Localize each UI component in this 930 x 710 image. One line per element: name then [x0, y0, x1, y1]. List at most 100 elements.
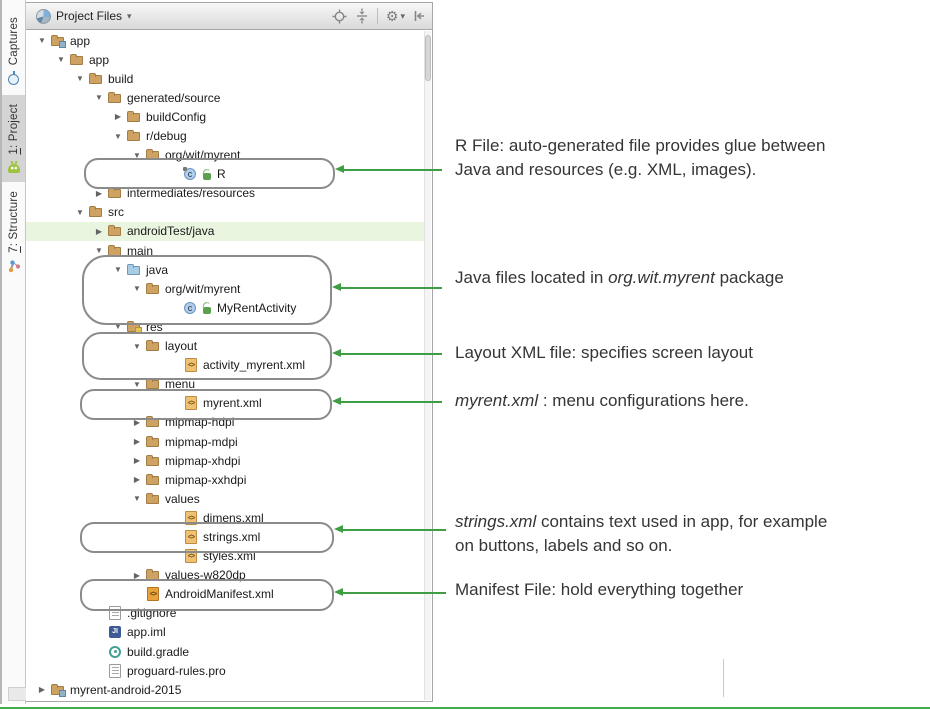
xml-file-icon: [183, 395, 199, 411]
tree-row-intermediates[interactable]: intermediates/resources: [26, 184, 425, 203]
settings-icon[interactable]: ⚙ ▾: [385, 8, 405, 24]
tab-project[interactable]: 1: Project: [2, 95, 25, 182]
tree-row-label: org/wit/myrent: [165, 281, 241, 296]
chevron-expanded-icon[interactable]: [53, 55, 69, 64]
chevron-expanded-icon[interactable]: [129, 284, 145, 293]
chevron-expanded-icon[interactable]: [34, 36, 50, 45]
view-selector-dropdown[interactable]: Project Files ▾: [32, 7, 136, 26]
tree-row-label: app: [89, 52, 110, 67]
tree-row-label: proguard-rules.pro: [127, 663, 226, 678]
locate-icon[interactable]: [332, 9, 347, 24]
tree-row-build-gradle[interactable]: build.gradle: [26, 642, 425, 661]
tree-row-activity-myrent-xml[interactable]: activity_myrent.xml: [26, 356, 425, 375]
tree-row-label: strings.xml: [203, 529, 261, 544]
tree-row-r-file[interactable]: R: [26, 165, 425, 184]
tree-row-r-debug[interactable]: r/debug: [26, 126, 425, 145]
chevron-expanded-icon[interactable]: [91, 93, 107, 102]
tree-row-mipmap-hdpi[interactable]: mipmap-hdpi: [26, 413, 425, 432]
tree-row-label: myrent.xml: [203, 396, 262, 411]
tree-row-app-iml[interactable]: app.iml: [26, 623, 425, 642]
tree-row-label: org/wit/myrent: [165, 148, 241, 163]
folder-icon: [88, 71, 104, 87]
tree-row-org-wit-myrent-gen[interactable]: org/wit/myrent: [26, 146, 425, 165]
chevron-expanded-icon[interactable]: [129, 494, 145, 503]
tree-row-myrent-xml[interactable]: myrent.xml: [26, 394, 425, 413]
tree-row-androidtest-java[interactable]: androidTest/java: [26, 221, 425, 242]
chevron-collapsed-icon[interactable]: [110, 112, 126, 121]
tree-row-buildconfig[interactable]: buildConfig: [26, 107, 425, 126]
chevron-collapsed-icon[interactable]: [91, 189, 107, 198]
chevron-collapsed-icon[interactable]: [129, 571, 145, 580]
tree-row-app-root[interactable]: app: [26, 31, 425, 50]
chevron-expanded-icon[interactable]: [129, 342, 145, 351]
tree-row-dimens-xml[interactable]: dimens.xml: [26, 508, 425, 527]
java-class-icon: [183, 166, 199, 182]
collapse-all-icon[interactable]: [355, 8, 369, 24]
tool-window-strip: Captures 1: Project 7: Structure: [0, 0, 26, 704]
folder-icon: [126, 109, 142, 125]
tree-row-mipmap-xxhdpi[interactable]: mipmap-xxhdpi: [26, 470, 425, 489]
hide-panel-icon[interactable]: [413, 9, 426, 23]
tab-structure[interactable]: 7: Structure: [2, 182, 25, 287]
tree-row-label: src: [108, 205, 124, 220]
chevron-expanded-icon[interactable]: [110, 265, 126, 274]
android-icon: [7, 163, 20, 173]
annotation-arrow-java-package: [332, 283, 442, 291]
tree-row-build[interactable]: build: [26, 69, 425, 88]
tree-row-org-wit-myrent-src[interactable]: org/wit/myrent: [26, 279, 425, 298]
tree-row-res[interactable]: res: [26, 317, 425, 336]
chevron-expanded-icon[interactable]: [129, 380, 145, 389]
tree-row-generated-source[interactable]: generated/source: [26, 88, 425, 107]
chevron-expanded-icon[interactable]: [72, 74, 88, 83]
tree-row-strings-xml[interactable]: strings.xml: [26, 527, 425, 546]
annotation-arrow-manifest: [334, 588, 446, 596]
folder-icon: [145, 434, 161, 450]
chevron-collapsed-icon[interactable]: [129, 437, 145, 446]
folder-icon: [107, 185, 123, 201]
public-lock-icon: [201, 300, 213, 316]
folder-icon: [69, 52, 85, 68]
tree-row-values-w820dp[interactable]: values-w820dp: [26, 566, 425, 585]
tree-row-androidmanifest-xml[interactable]: AndroidManifest.xml: [26, 585, 425, 604]
tree-row-menu[interactable]: menu: [26, 375, 425, 394]
chevron-collapsed-icon[interactable]: [129, 456, 145, 465]
tree-row-styles-xml[interactable]: styles.xml: [26, 547, 425, 566]
tree-row-label: buildConfig: [146, 109, 207, 124]
annotation-layout: Layout XML file: specifies screen layout: [455, 343, 753, 362]
tree-row-mipmap-mdpi[interactable]: mipmap-mdpi: [26, 432, 425, 451]
folder-icon: [145, 281, 161, 297]
chevron-collapsed-icon[interactable]: [91, 227, 107, 236]
tree-row-java[interactable]: java: [26, 260, 425, 279]
chevron-expanded-icon[interactable]: [129, 151, 145, 160]
folder-icon: [145, 376, 161, 392]
tree-row-app[interactable]: app: [26, 50, 425, 69]
scrollbar-thumb[interactable]: [425, 35, 431, 81]
chevron-expanded-icon[interactable]: [91, 246, 107, 255]
folder-icon: [145, 414, 161, 430]
stopwatch-icon: [7, 71, 20, 86]
tree-row-proguard-rules[interactable]: proguard-rules.pro: [26, 661, 425, 680]
tree-row-label: build: [108, 71, 134, 86]
chevron-expanded-icon[interactable]: [72, 208, 88, 217]
tree-row-values[interactable]: values: [26, 489, 425, 508]
chevron-collapsed-icon[interactable]: [129, 475, 145, 484]
tree-row-main[interactable]: main: [26, 241, 425, 260]
tree-row-myrentactivity[interactable]: MyRentActivity: [26, 298, 425, 317]
vertical-scrollbar[interactable]: [424, 31, 431, 700]
java-class-icon: [183, 300, 199, 316]
structure-icon: [7, 259, 21, 278]
tree-row-src[interactable]: src: [26, 203, 425, 222]
tree-row-gitignore[interactable]: .gitignore: [26, 604, 425, 623]
bottom-green-rule: [0, 707, 930, 709]
tree-row-layout[interactable]: layout: [26, 337, 425, 356]
chevron-expanded-icon[interactable]: [110, 132, 126, 141]
tree-row-label: styles.xml: [203, 549, 256, 564]
chevron-expanded-icon[interactable]: [110, 322, 126, 331]
tab-captures[interactable]: Captures: [2, 8, 25, 95]
tree-row-mipmap-xhdpi[interactable]: mipmap-xhdpi: [26, 451, 425, 470]
chevron-collapsed-icon[interactable]: [129, 418, 145, 427]
annotation-strings-xml: strings.xml contains text used in app, f…: [455, 512, 828, 555]
chevron-collapsed-icon[interactable]: [34, 685, 50, 694]
tree-row-myrent-android-2015[interactable]: myrent-android-2015: [26, 680, 425, 699]
